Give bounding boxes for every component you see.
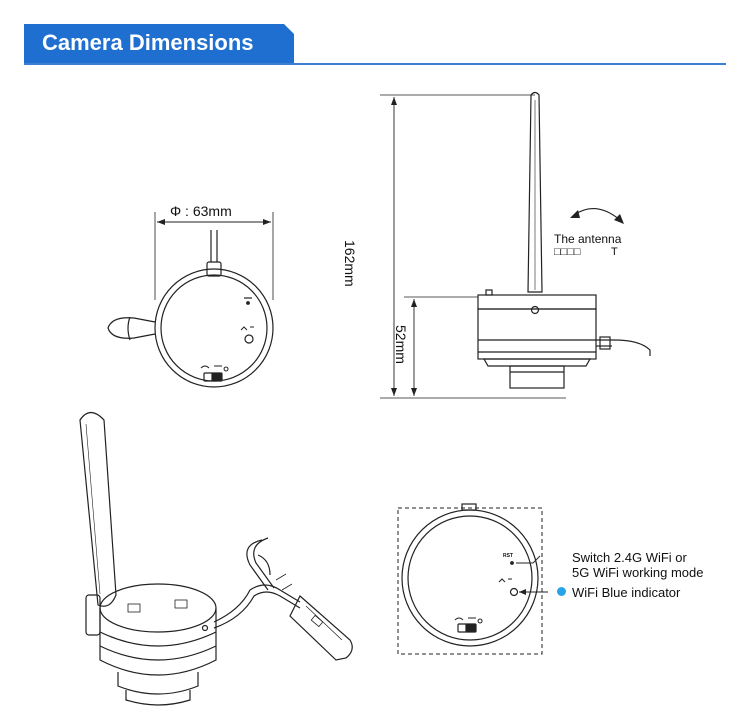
page-title: Camera Dimensions [42, 30, 254, 55]
top-view [107, 212, 274, 388]
header-rule [24, 63, 726, 65]
total-height-label: 162mm [342, 240, 358, 287]
rst-label: RST [503, 553, 513, 559]
antenna-note-line1: The antenna [554, 232, 622, 246]
title-banner [24, 24, 294, 64]
perspective-view [79, 411, 353, 706]
panel-view [397, 503, 548, 655]
indicator-dot [557, 587, 566, 596]
body-height-label: 52mm [393, 325, 409, 364]
switch-callout-line2: 5G WiFi working mode [572, 565, 704, 580]
diameter-label: Φ : 63mm [170, 203, 232, 219]
indicator-callout: WiFi Blue indicator [572, 585, 681, 600]
antenna-note-line2: □□□□ T [554, 246, 618, 258]
switch-callout-line1: Switch 2.4G WiFi or [572, 550, 687, 565]
section-header: Camera Dimensions [24, 0, 726, 68]
side-view [380, 91, 651, 399]
